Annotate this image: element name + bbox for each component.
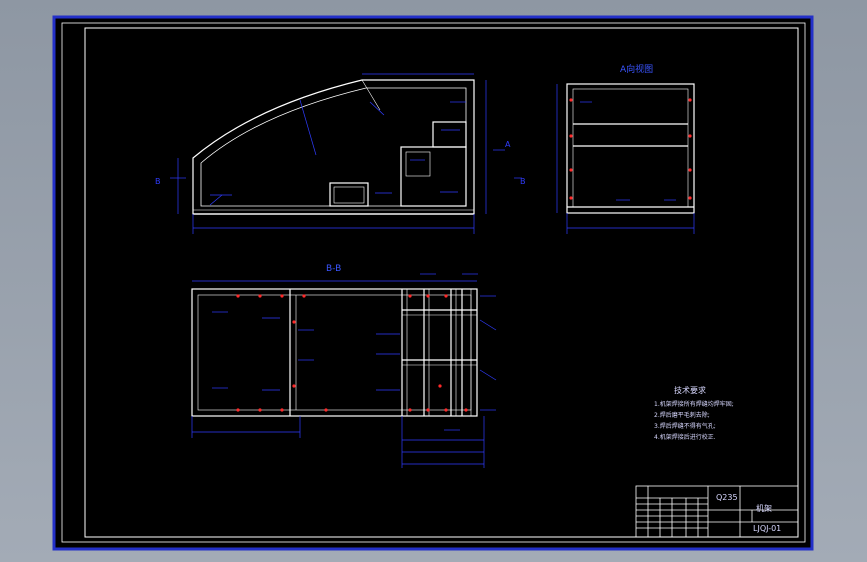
tech-req-item: 4.机架焊接后进行校正. [654,433,716,441]
section-marker-right: B [520,177,526,186]
top-view-title: A向视图 [620,63,653,75]
top-view-weld-marks [569,98,692,200]
title-material: Q235 [716,493,738,502]
outer-frame [61,22,806,543]
drawing-sheet [52,15,814,551]
section-view-weld-marks [236,294,468,412]
inner-frame [84,27,799,538]
title-drawing-number: LJQJ-01 [753,524,781,533]
side-view-section-markers: B B A [155,140,526,186]
side-view-dimensions [170,73,522,234]
title-name: 机架 [756,503,772,513]
top-view-dimensions [556,84,695,234]
view-marker-a: A [505,140,511,149]
technical-requirements: 技术要求 1.机架焊接所有焊缝均焊牢固; 2.焊后磨平毛刺去除; 3.焊后焊缝不… [654,385,734,441]
tech-req-title: 技术要求 [674,385,706,395]
side-view [192,79,475,215]
section-view-title: B-B [326,264,341,274]
top-view [566,83,695,214]
title-block [635,485,799,538]
section-marker-left: B [155,177,161,186]
tech-req-item: 2.焊后磨平毛刺去除; [654,411,710,419]
tech-req-item: 1.机架焊接所有焊缝均焊牢固; [654,400,734,408]
section-view-dimensions [191,273,497,468]
tech-req-item: 3.焊后焊缝不得有气孔; [654,422,716,430]
title-block-text: Q235 机架 LJQJ-01 [716,493,781,533]
section-view [191,288,478,417]
